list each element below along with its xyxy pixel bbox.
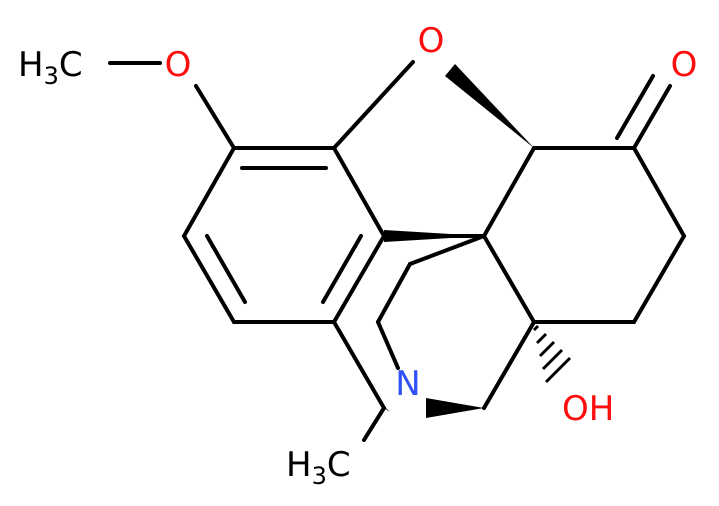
bond-ch2-n xyxy=(376,320,400,370)
stereo-bonds xyxy=(378,64,572,418)
bond-cq-c14 xyxy=(482,234,536,324)
bond-ar-oring xyxy=(332,60,415,150)
ketone-oxygen-label: O xyxy=(671,45,698,85)
bond-cq-ch2 xyxy=(408,234,486,266)
methoxy-group-label: H3C xyxy=(18,45,83,90)
hash-bond-c14-oh xyxy=(532,324,572,384)
nitrogen-label: N xyxy=(395,364,420,404)
bond-c6-c7 xyxy=(632,146,686,238)
bond-ar-5 xyxy=(182,234,236,324)
bond-ar-c9 xyxy=(332,320,386,410)
bond-c7-c8 xyxy=(632,234,686,324)
bond-o-aryl xyxy=(194,84,236,150)
bond-ketone-1 xyxy=(632,84,672,150)
bond-ar-3 xyxy=(332,234,386,324)
bond-ketone-2 xyxy=(615,74,655,140)
ring-oxygen-label: O xyxy=(418,21,445,61)
bond-ar-6 xyxy=(182,146,236,238)
methoxy-oxygen-label: O xyxy=(165,45,192,85)
atom-labels: H3C O O O N OH H3C xyxy=(18,21,697,490)
bond-ar-3-inner xyxy=(321,234,363,304)
bond-ch2-ch2 xyxy=(376,262,412,324)
wedge-bond-cq-ar xyxy=(384,230,484,242)
wedge-bond-o-c5 xyxy=(445,64,534,148)
bond-c9-c14 xyxy=(482,320,536,410)
bond-ar-5-inner xyxy=(205,234,247,304)
hydroxyl-label: OH xyxy=(562,389,614,429)
n-methyl-group-label: H3C xyxy=(286,445,351,490)
bond-ar-2 xyxy=(332,146,386,238)
wedge-bond-n-methyl xyxy=(378,400,390,412)
bond-cq-c5 xyxy=(482,146,536,238)
wedge-bond-c9-n xyxy=(426,398,484,418)
bond-n-methyl xyxy=(362,406,386,442)
